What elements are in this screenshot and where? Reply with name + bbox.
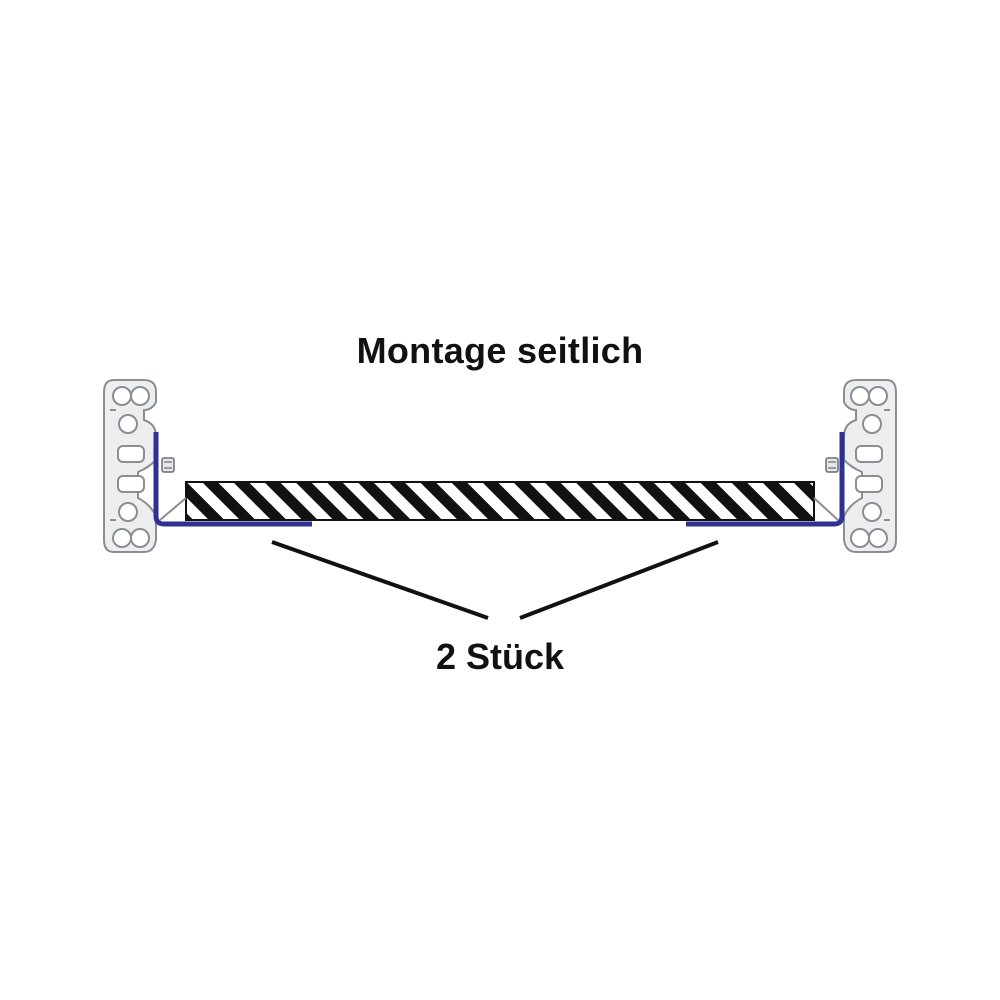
left-screw-icon	[161, 457, 175, 473]
right-bracket-brace	[813, 497, 839, 521]
diagram-title: Montage seitlich	[356, 330, 644, 371]
left-rail-profile	[103, 379, 157, 553]
right-angle-bracket	[686, 432, 845, 527]
quantity-label: 2 Stück	[435, 636, 565, 677]
hatched-panel	[185, 481, 815, 521]
left-angle-bracket	[153, 432, 312, 527]
right-rail-profile	[843, 379, 897, 553]
right-callout-line	[519, 540, 719, 620]
right-screw-icon	[825, 457, 839, 473]
left-bracket-brace	[159, 497, 187, 521]
left-callout-line	[271, 540, 489, 620]
